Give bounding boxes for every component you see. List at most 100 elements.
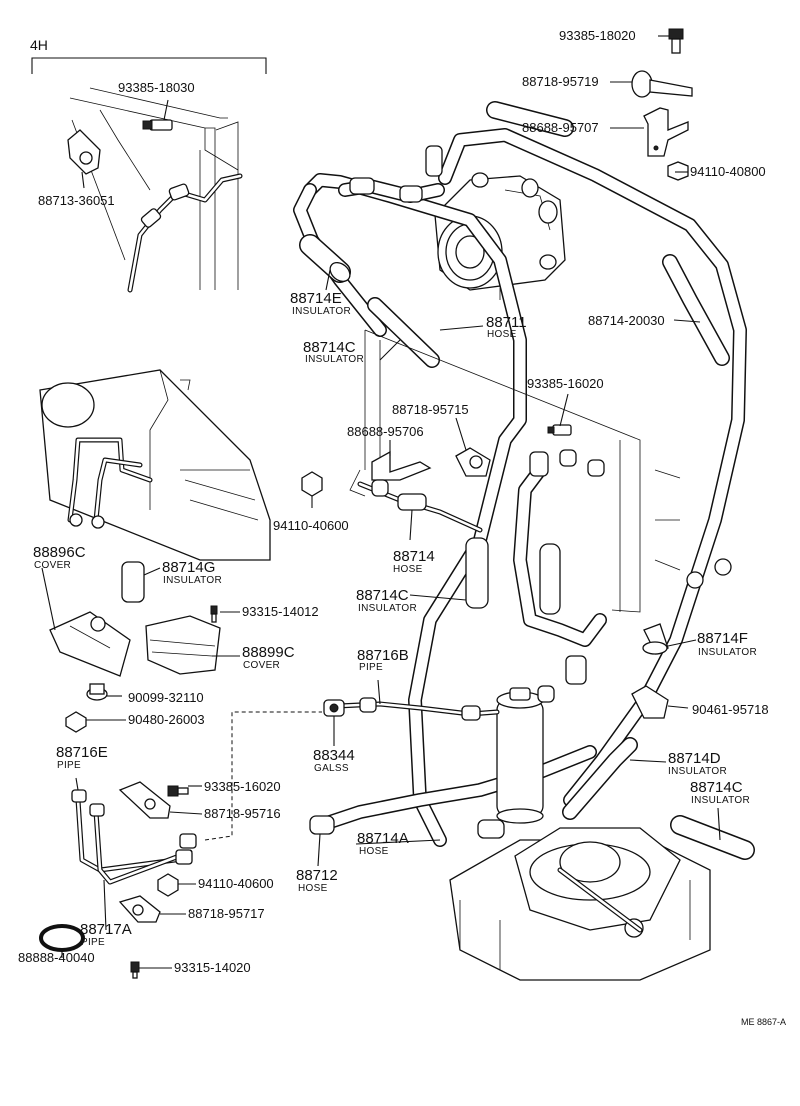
- label-88718-95717: 88718-95717: [188, 906, 265, 921]
- bolt-93385-18030: [142, 119, 173, 131]
- label-90480-26003: 90480-26003: [128, 712, 205, 727]
- label-88714c-c: 88714C: [690, 779, 743, 796]
- label-88688-95707: 88688-95707: [522, 120, 599, 135]
- label-88714c-b: 88714C: [356, 587, 409, 604]
- screw-93315-14020: [130, 961, 140, 979]
- pipe-88717a: [89, 803, 197, 885]
- leader-lines: [41, 35, 721, 969]
- label-94110-40800: 94110-40800: [690, 164, 766, 179]
- insulator-88714d: [562, 737, 638, 820]
- label-90461-95718: 90461-95718: [692, 702, 769, 717]
- insulator-88714c-c: [670, 815, 755, 860]
- bolt-93385-18020: [668, 28, 684, 54]
- label-88717a-desc: PIPE: [81, 937, 105, 948]
- inset-radiator-corner: [69, 87, 243, 293]
- bolt-93385-16020: [547, 424, 572, 436]
- label-88344-desc: GALSS: [314, 763, 349, 774]
- label-88714g-desc: INSULATOR: [163, 575, 222, 586]
- insulator-88714e: [299, 234, 351, 283]
- label-88716e: 88716E: [56, 744, 108, 761]
- label-88714e-desc: INSULATOR: [292, 306, 351, 317]
- insulator-88714c-b: [465, 537, 561, 615]
- hose-88712: [311, 745, 597, 833]
- nut-94110-40800: [667, 161, 689, 181]
- label-94110-40600-b: 94110-40600: [198, 876, 274, 891]
- label-88899c: 88899C: [242, 644, 295, 661]
- label-93385-16020-b: 93385-16020: [204, 779, 281, 794]
- clamp-88718-95715: [455, 447, 491, 477]
- insulator-88714g: [121, 561, 145, 603]
- label-88712-desc: HOSE: [298, 883, 328, 894]
- clamp-88718-95716: [118, 781, 171, 819]
- clamp-90461-95718: [631, 685, 669, 719]
- bracket-88688-95707: [643, 107, 689, 157]
- label-88714d: 88714D: [668, 750, 721, 767]
- insulator-88714-20030-end: [662, 254, 730, 366]
- label-88714c-a: 88714C: [303, 339, 356, 356]
- label-93315-14012: 93315-14012: [242, 604, 319, 619]
- label-88714a-desc: HOSE: [359, 846, 389, 857]
- clamp-88718-95719: [631, 70, 693, 98]
- nut-94110-40600: [301, 471, 323, 497]
- label-88718-95715: 88718-95715: [392, 402, 469, 417]
- label-88713-36051: 88713-36051: [38, 193, 115, 208]
- label-88712: 88712: [296, 867, 338, 884]
- nut-94110-40600-b: [157, 873, 179, 897]
- label-88718-95719: 88718-95719: [522, 74, 599, 89]
- clips-right: [686, 558, 732, 589]
- compressor: [434, 172, 566, 300]
- label-88711: 88711: [486, 314, 527, 331]
- pipe-88716b: [335, 697, 500, 721]
- nut-90480-26003: [65, 711, 87, 733]
- evaporator-unit: [39, 369, 271, 561]
- label-88718-95716: 88718-95716: [204, 806, 281, 821]
- label-88714g: 88714G: [162, 559, 215, 576]
- label-88714c-a-desc: INSULATOR: [305, 354, 364, 365]
- bottom-unit: [449, 819, 711, 981]
- insulator-88714c-a: [367, 297, 440, 368]
- label-88714-desc: HOSE: [393, 564, 423, 575]
- label-88714f-desc: INSULATOR: [698, 647, 757, 658]
- label-88899c-desc: COVER: [243, 660, 280, 671]
- section-4h-bracket: [31, 57, 267, 74]
- label-88896c-desc: COVER: [34, 560, 71, 571]
- label-94110-40600: 94110-40600: [273, 518, 349, 533]
- screw-93315-14012: [210, 605, 218, 623]
- label-88714e: 88714E: [290, 290, 342, 307]
- receiver-dryer: [496, 687, 544, 824]
- hose-fittings: [309, 145, 605, 835]
- inset-fitting: [140, 183, 190, 228]
- bracket-88688-95706: [371, 450, 432, 481]
- o-ring-88888-40040: [39, 924, 85, 952]
- liquid-line: [513, 463, 607, 647]
- insulator-88714f: [642, 623, 669, 655]
- label-88888-40040: 88888-40040: [18, 950, 95, 965]
- label-88714c-b-desc: INSULATOR: [358, 603, 417, 614]
- label-93315-14020: 93315-14020: [174, 960, 251, 975]
- label-93385-18020: 93385-18020: [559, 28, 636, 43]
- reference-code: ME 8867-A: [741, 1017, 786, 1027]
- dashed-leader: [204, 711, 322, 841]
- sight-glass-88344: [323, 699, 345, 717]
- label-93385-16020-a: 93385-16020: [527, 376, 604, 391]
- label-88716b-desc: PIPE: [359, 662, 383, 673]
- label-88714c-c-desc: INSULATOR: [691, 795, 750, 806]
- label-88717a: 88717A: [80, 921, 132, 938]
- label-88716e-desc: PIPE: [57, 760, 81, 771]
- label-88714: 88714: [393, 548, 435, 565]
- label-88344: 88344: [313, 747, 355, 764]
- label-88714f: 88714F: [697, 630, 748, 647]
- label-88714-20030: 88714-20030: [588, 313, 665, 328]
- clamp-88718-95717: [118, 895, 161, 923]
- label-88688-95706: 88688-95706: [347, 424, 424, 439]
- cover-88896c: [49, 611, 131, 677]
- label-88711-desc: HOSE: [487, 329, 517, 340]
- bolt-93385-16020-b: [167, 785, 189, 797]
- label-93385-18030: 93385-18030: [118, 80, 195, 95]
- grommet-90099-32110: [86, 683, 108, 701]
- label-90099-32110: 90099-32110: [128, 690, 204, 705]
- clamp-88713-36051: [67, 129, 101, 175]
- insulator-top-right: [486, 101, 574, 137]
